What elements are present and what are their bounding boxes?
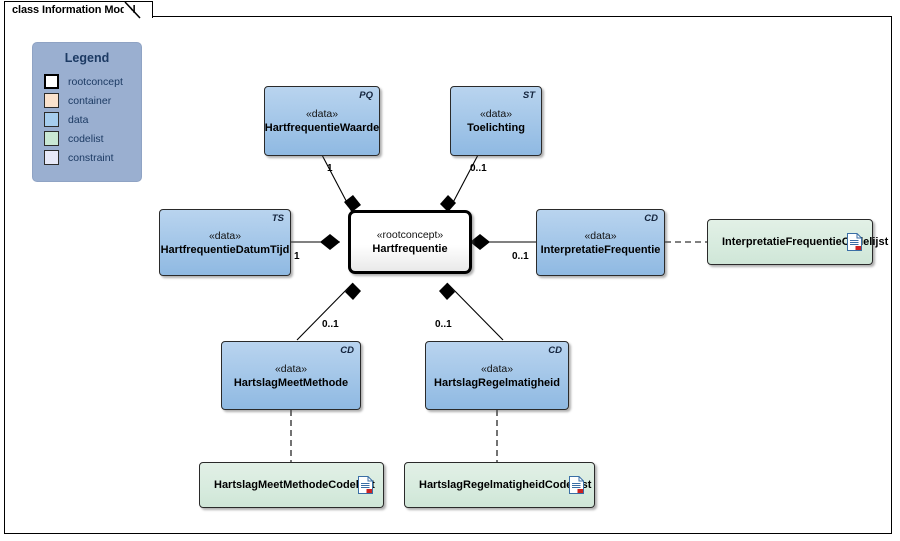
artifact-name: InterpretatieFrequentieCodelijst (722, 236, 889, 248)
document-icon (358, 476, 373, 494)
artifact-hartslag-regelmatigheid-codelijst[interactable]: HartslagRegelmatigheidCodelijst (404, 462, 595, 508)
multiplicity-interpretatie: 0..1 (512, 251, 529, 262)
stereotype-tag-pq: PQ (359, 90, 373, 101)
document-icon (569, 476, 584, 494)
legend-swatch-container (44, 93, 59, 108)
class-stereotype: «data» (274, 362, 308, 375)
class-stereotype: «rootconcept» (376, 229, 444, 241)
legend-swatch-rootconcept (44, 74, 59, 89)
document-icon (847, 233, 862, 251)
class-name: InterpretatieFrequentie (540, 243, 661, 256)
class-stereotype: «data» (305, 108, 339, 120)
class-hartslag-meetmethode[interactable]: CD «data» HartslagMeetMethode (221, 341, 361, 410)
multiplicity-datumtijd: 1 (294, 251, 300, 262)
class-hartfrequentie-rootconcept[interactable]: «rootconcept» Hartfrequentie (348, 210, 472, 274)
class-hartfrequentie-waarde[interactable]: PQ «data» HartfrequentieWaarde (264, 86, 380, 156)
stereotype-tag-cd: CD (340, 345, 354, 356)
multiplicity-toelichting: 0..1 (470, 163, 487, 174)
diagram-title-tab: class Information Model (4, 1, 153, 18)
legend-swatch-data (44, 112, 59, 127)
class-name: HartfrequentieDatumTijd (160, 243, 290, 256)
legend-panel: Legend rootconcept container data codeli… (32, 42, 142, 182)
multiplicity-meetmethode: 0..1 (322, 319, 339, 330)
legend-title: Legend (64, 51, 110, 65)
legend-label-rootconcept: rootconcept (68, 75, 123, 88)
class-stereotype: «data» (479, 108, 513, 120)
artifact-interpretatie-frequentie-codelijst[interactable]: InterpretatieFrequentieCodelijst (707, 219, 888, 265)
diagram-frame (4, 16, 892, 534)
class-stereotype: «data» (584, 229, 617, 242)
stereotype-tag-cd: CD (644, 213, 658, 224)
stereotype-tag-cd: CD (548, 345, 562, 356)
diagram-tab-slant-icon (124, 1, 141, 19)
class-name: HartslagRegelmatigheid (434, 376, 560, 389)
class-hartslag-regelmatigheid[interactable]: CD «data» HartslagRegelmatigheid (425, 341, 569, 410)
tab-bottom-mask (6, 16, 124, 19)
stereotype-tag-st: ST (522, 90, 535, 101)
legend-item-container: container (33, 91, 141, 110)
class-toelichting[interactable]: ST «data» Toelichting (450, 86, 542, 156)
legend-label-data: data (68, 113, 89, 126)
class-interpretatie-frequentie[interactable]: CD «data» InterpretatieFrequentie (536, 209, 665, 276)
artifact-hartslag-meetmethode-codelijst[interactable]: HartslagMeetMethodeCodelijst (199, 462, 384, 508)
legend-swatch-constraint (44, 150, 59, 165)
multiplicity-waarde: 1 (327, 163, 333, 174)
artifact-name: HartslagRegelmatigheidCodelijst (419, 479, 592, 491)
legend-item-codelist: codelist (33, 129, 141, 148)
artifact-name: HartslagMeetMethodeCodelijst (214, 479, 375, 491)
legend-swatch-codelist (44, 131, 59, 146)
legend-item-constraint: constraint (33, 148, 141, 167)
class-name: HartslagMeetMethode (233, 376, 349, 389)
class-stereotype: «data» (208, 229, 242, 242)
legend-label-codelist: codelist (68, 132, 104, 145)
legend-item-rootconcept: rootconcept (33, 72, 141, 91)
class-hartfrequentie-datumtijd[interactable]: TS «data» HartfrequentieDatumTijd (159, 209, 291, 276)
class-name: HartfrequentieWaarde (264, 122, 380, 134)
multiplicity-regelmatigheid: 0..1 (435, 319, 452, 330)
legend-label-constraint: constraint (68, 151, 114, 164)
legend-item-data: data (33, 110, 141, 129)
stereotype-tag-ts: TS (271, 213, 284, 224)
diagram-title-label: class Information Model (12, 4, 136, 16)
legend-label-container: container (68, 94, 112, 107)
class-name: Hartfrequentie (372, 243, 448, 255)
class-name: Toelichting (467, 122, 525, 134)
class-stereotype: «data» (480, 362, 514, 375)
